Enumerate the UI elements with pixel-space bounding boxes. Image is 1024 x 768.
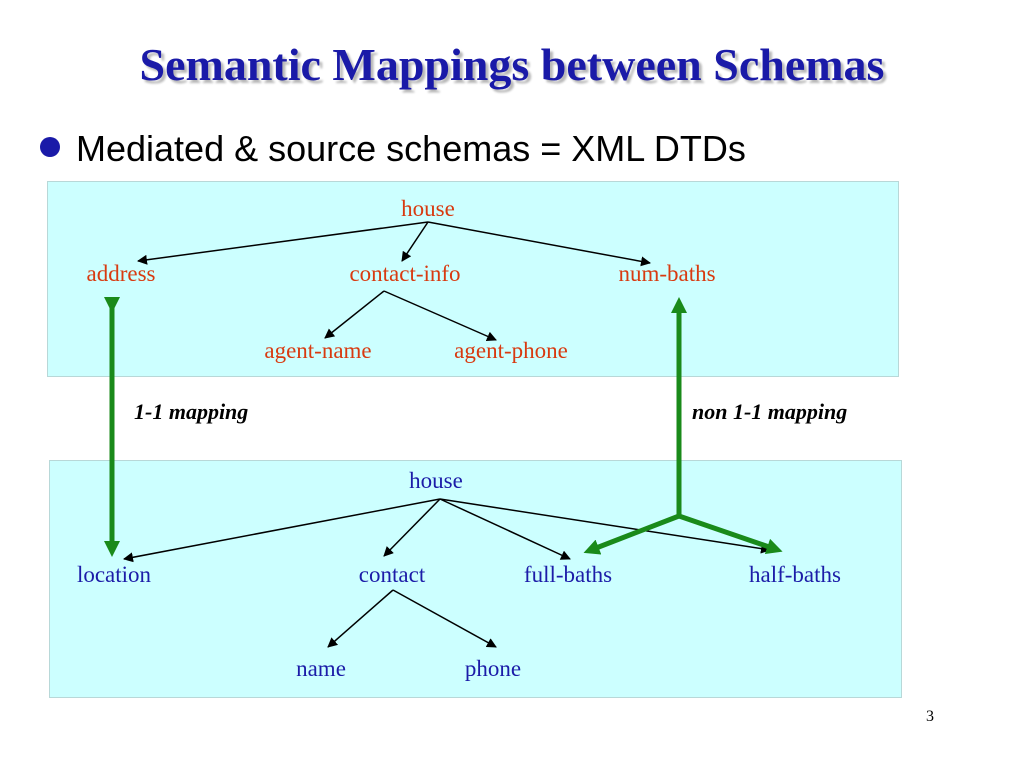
edge-house-contact-info bbox=[401, 221, 429, 262]
mediated-node-contact-info: contact-info bbox=[349, 261, 461, 286]
mediated-root-node: house bbox=[401, 196, 455, 221]
one-to-one-mapping-label: 1-1 mapping bbox=[134, 399, 249, 424]
mediated-node-num-baths: num-baths bbox=[618, 261, 716, 286]
edge-house-full-baths bbox=[439, 498, 571, 560]
bullet-text: Mediated & source schemas = XML DTDs bbox=[76, 128, 746, 169]
non-one-to-one-mapping-arrow bbox=[583, 297, 783, 555]
mediated-schema-panel bbox=[47, 181, 899, 377]
mediated-node-address: address bbox=[86, 261, 156, 286]
edge-contact-info-agent-phone bbox=[383, 290, 497, 341]
edge-contact-phone bbox=[392, 589, 497, 648]
source-node-half-baths: half-baths bbox=[749, 562, 841, 587]
source-node-full-baths: full-baths bbox=[523, 562, 613, 587]
edge-contact-name bbox=[327, 589, 394, 648]
source-node-location: location bbox=[76, 562, 152, 587]
slide-title: Semantic Mappings between Schemas bbox=[139, 39, 885, 90]
mediated-node-agent-name: agent-name bbox=[264, 338, 372, 363]
source-node-phone: phone bbox=[464, 656, 522, 681]
page-number: 3 bbox=[926, 708, 934, 725]
source-schema-panel bbox=[49, 460, 902, 698]
non-one-to-one-mapping-label: non 1-1 mapping bbox=[692, 399, 848, 424]
edge-house-address bbox=[137, 221, 429, 265]
mediated-node-agent-phone: agent-phone bbox=[454, 338, 568, 363]
edge-house-location bbox=[123, 498, 441, 563]
edge-contact-info-agent-name bbox=[324, 290, 385, 339]
edge-house-num-baths bbox=[427, 221, 651, 267]
source-node-contact: contact bbox=[358, 562, 426, 587]
edge-house-contact bbox=[383, 498, 441, 557]
source-node-name: name bbox=[296, 656, 346, 681]
edge-house-half-baths bbox=[439, 498, 771, 554]
source-root-node: house bbox=[409, 468, 463, 493]
bullet-item: Mediated & source schemas = XML DTDs bbox=[40, 128, 746, 170]
bullet-icon bbox=[40, 137, 60, 157]
